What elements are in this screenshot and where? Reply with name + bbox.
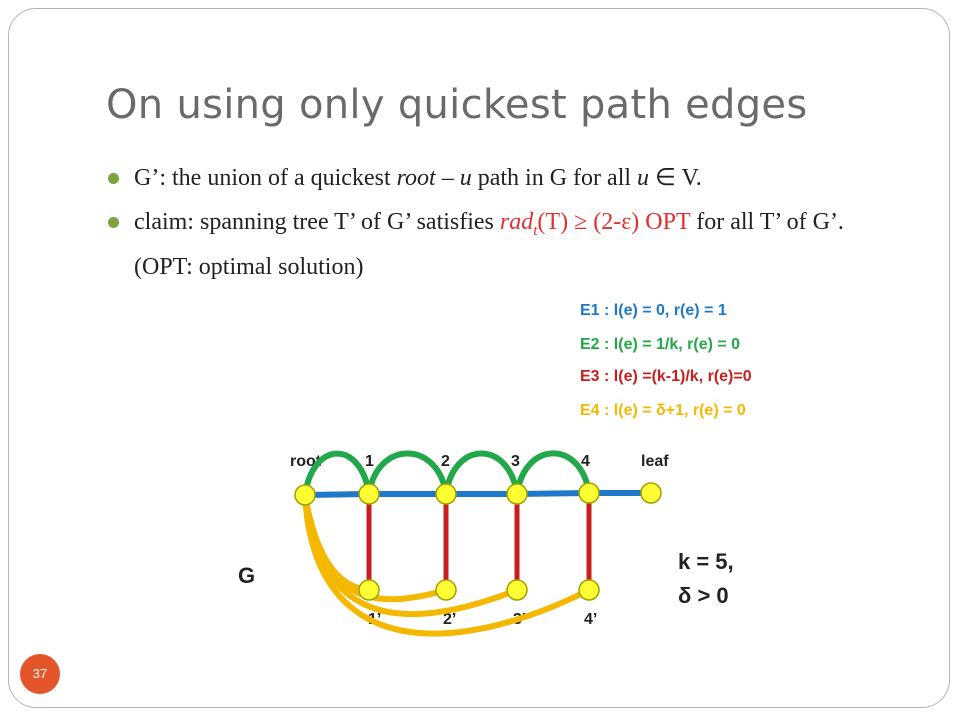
node-1-prime [358,579,380,601]
slide-frame [8,8,950,708]
node-label-1: 1 [365,453,374,470]
node-label-4: 4 [581,453,590,470]
bullet-text: for all T’ of G’. (OPT: optimal solution… [134,209,844,280]
slide-title: On using only quickest path edges [106,82,808,128]
node-4-prime [578,579,600,601]
bullet-text: G’: the union of a quickest [134,165,397,191]
edge-e2-2 [366,450,449,497]
node-root [294,484,316,506]
claim-formula-subscript: t [533,222,538,239]
node-label-3: 3 [511,453,520,470]
edge-e1-4 [516,490,590,497]
page-number-badge: 37 [20,654,60,694]
bullet-text: claim: spanning tree T’ of G’ satisfies [134,209,500,235]
graph-param-k: k = 5, [678,549,734,574]
legend-e2: E2 : l(e) = 1/k, r(e) = 0 [580,336,741,353]
node-1 [358,483,380,505]
edge-e2-1 [302,450,372,498]
bullet-text-italic: u [459,165,472,191]
graph-edges [302,450,651,637]
node-label-2p: 2’ [443,611,456,628]
bullet-text: path in G for all [471,165,638,191]
legend-e3: E3 : l(e) =(k-1)/k, r(e)=0 [580,368,752,385]
bullet-text: ∈ V. [649,165,702,191]
edge-e4-4 [302,492,592,637]
graph-nodes [294,482,662,601]
node-3 [506,483,528,505]
bullet-text: – [435,165,460,191]
bullet-list: G’: the union of a quickest root – u pat… [108,160,908,293]
node-label-leaf: leaf [641,453,669,470]
edge-e2-4 [514,450,592,497]
claim-formula: (T) ≥ (2-ε) OPT [537,209,691,235]
node-label-2: 2 [441,453,450,470]
node-label-4p: 4’ [584,611,597,628]
node-2-prime [435,579,457,601]
legend-e1: E1 : l(e) = 0, r(e) = 1 [580,302,727,319]
graph-name-label: G [238,563,255,588]
node-3-prime [506,579,528,601]
node-4 [578,482,600,504]
node-leaf [640,482,662,504]
bullet-text-italic: u [637,165,650,191]
claim-formula-rad: rad [499,209,534,235]
bullet-dot-icon [108,217,119,228]
bullet-item-quickest-union: G’: the union of a quickest root – u pat… [108,160,908,196]
legend-e4: E4 : l(e) = δ+1, r(e) = 0 [580,402,746,419]
graph-param-delta: δ > 0 [678,583,729,608]
bullet-text-italic: root [396,165,436,191]
node-2 [435,483,457,505]
edge-e2-3 [443,450,520,497]
bullet-item-claim: claim: spanning tree T’ of G’ satisfies … [108,204,908,285]
bullet-dot-icon [108,173,119,184]
